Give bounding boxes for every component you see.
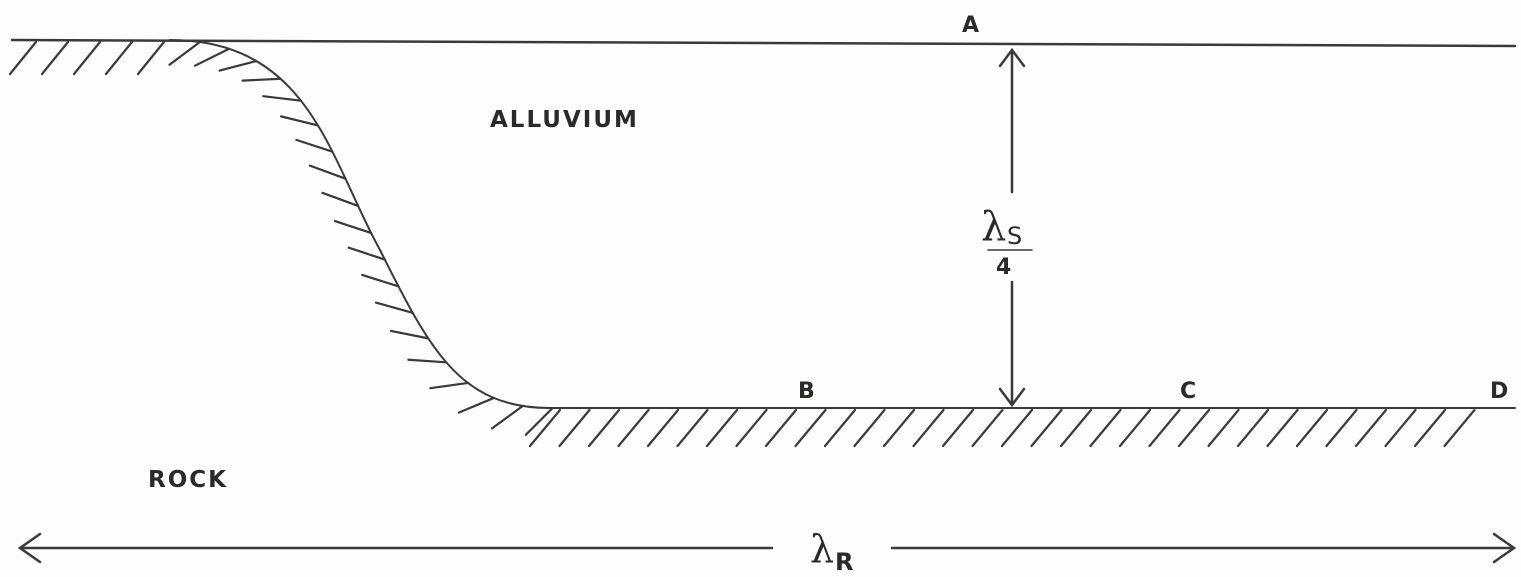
depth-subscript: S (1007, 222, 1022, 250)
hatch-mark (104, 40, 134, 76)
hatch-mark (794, 408, 827, 448)
hatch-mark (136, 40, 166, 76)
hatch-mark (1089, 408, 1122, 448)
hatch-mark (262, 95, 303, 102)
point-c-label: C (1180, 379, 1196, 404)
hatch-mark (1207, 408, 1240, 448)
depth-lambda-symbol: λ (981, 204, 1006, 250)
hatch-mark (241, 77, 282, 82)
hatch-mark (168, 40, 202, 66)
rock-hatching (8, 40, 1476, 448)
hatch-mark (646, 408, 680, 448)
hatch-mark (587, 408, 621, 448)
hatch-mark (333, 219, 373, 235)
hatch-mark (1325, 408, 1358, 448)
hatch-mark (72, 40, 102, 76)
hatch-mark (361, 273, 400, 288)
hatch-mark (1059, 408, 1093, 448)
hatch-mark (1413, 408, 1447, 448)
hatch-mark (882, 408, 916, 448)
rock-interface-line (169, 39, 1516, 409)
hatch-mark (1000, 408, 1034, 448)
hatch-mark (1118, 408, 1152, 448)
point-d-label: D (1490, 379, 1508, 404)
hatch-mark (1295, 408, 1329, 448)
hatch-mark (457, 396, 495, 414)
hatch-mark (321, 191, 360, 208)
hatch-mark (1030, 408, 1063, 448)
hatch-mark (823, 408, 857, 448)
hatch-mark (295, 138, 334, 153)
hatch-mark (407, 358, 448, 364)
hatch-mark (764, 408, 798, 448)
hatch-mark (389, 329, 430, 340)
arrow-head-right-icon (1492, 532, 1517, 564)
arrow-head-left-icon (17, 532, 42, 564)
hatch-mark (676, 408, 709, 448)
hatch-mark (853, 408, 886, 448)
hatch-mark (279, 115, 320, 127)
depth-dimension-arrow (998, 47, 1026, 408)
hatch-mark (617, 408, 650, 448)
arrow-head-up-icon (998, 47, 1026, 68)
ground-surface-line (10, 38, 1517, 48)
hatch-mark (1384, 408, 1417, 448)
depth-fraction-label: λ S 4 (981, 204, 1033, 280)
hatch-mark (218, 59, 258, 72)
hatch-mark (528, 408, 562, 448)
width-dimension-arrow (17, 532, 1517, 564)
hatch-mark (40, 40, 70, 76)
rock-label: ROCK (148, 467, 228, 493)
hatch-mark (705, 408, 739, 448)
hatch-mark (347, 246, 386, 261)
hatch-mark (1354, 408, 1388, 448)
hatch-mark (374, 301, 414, 314)
hatch-mark (735, 408, 768, 448)
depth-denominator: 4 (996, 255, 1011, 280)
alluvium-label: ALLUVIUM (490, 107, 639, 133)
width-label: λ R (810, 527, 853, 576)
point-b-label: B (798, 379, 815, 404)
hatch-mark (912, 408, 945, 448)
hatch-mark (524, 406, 554, 436)
hatch-mark (971, 408, 1004, 448)
width-subscript: R (835, 548, 853, 576)
hatch-mark (1443, 408, 1476, 448)
hatch-mark (490, 404, 524, 430)
hatch-mark (941, 408, 975, 448)
arrow-head-down-icon (998, 387, 1026, 408)
hatch-mark (308, 164, 347, 180)
hatch-mark (429, 381, 470, 390)
width-lambda-symbol: λ (810, 527, 834, 571)
point-a-label: A (962, 13, 979, 38)
hatch-mark (558, 408, 591, 448)
hatch-mark (1236, 408, 1270, 448)
hatch-mark (1266, 408, 1299, 448)
hatch-mark (1177, 408, 1211, 448)
hatch-mark (1148, 408, 1181, 448)
hatch-mark (193, 47, 231, 67)
hatch-mark (8, 40, 38, 76)
